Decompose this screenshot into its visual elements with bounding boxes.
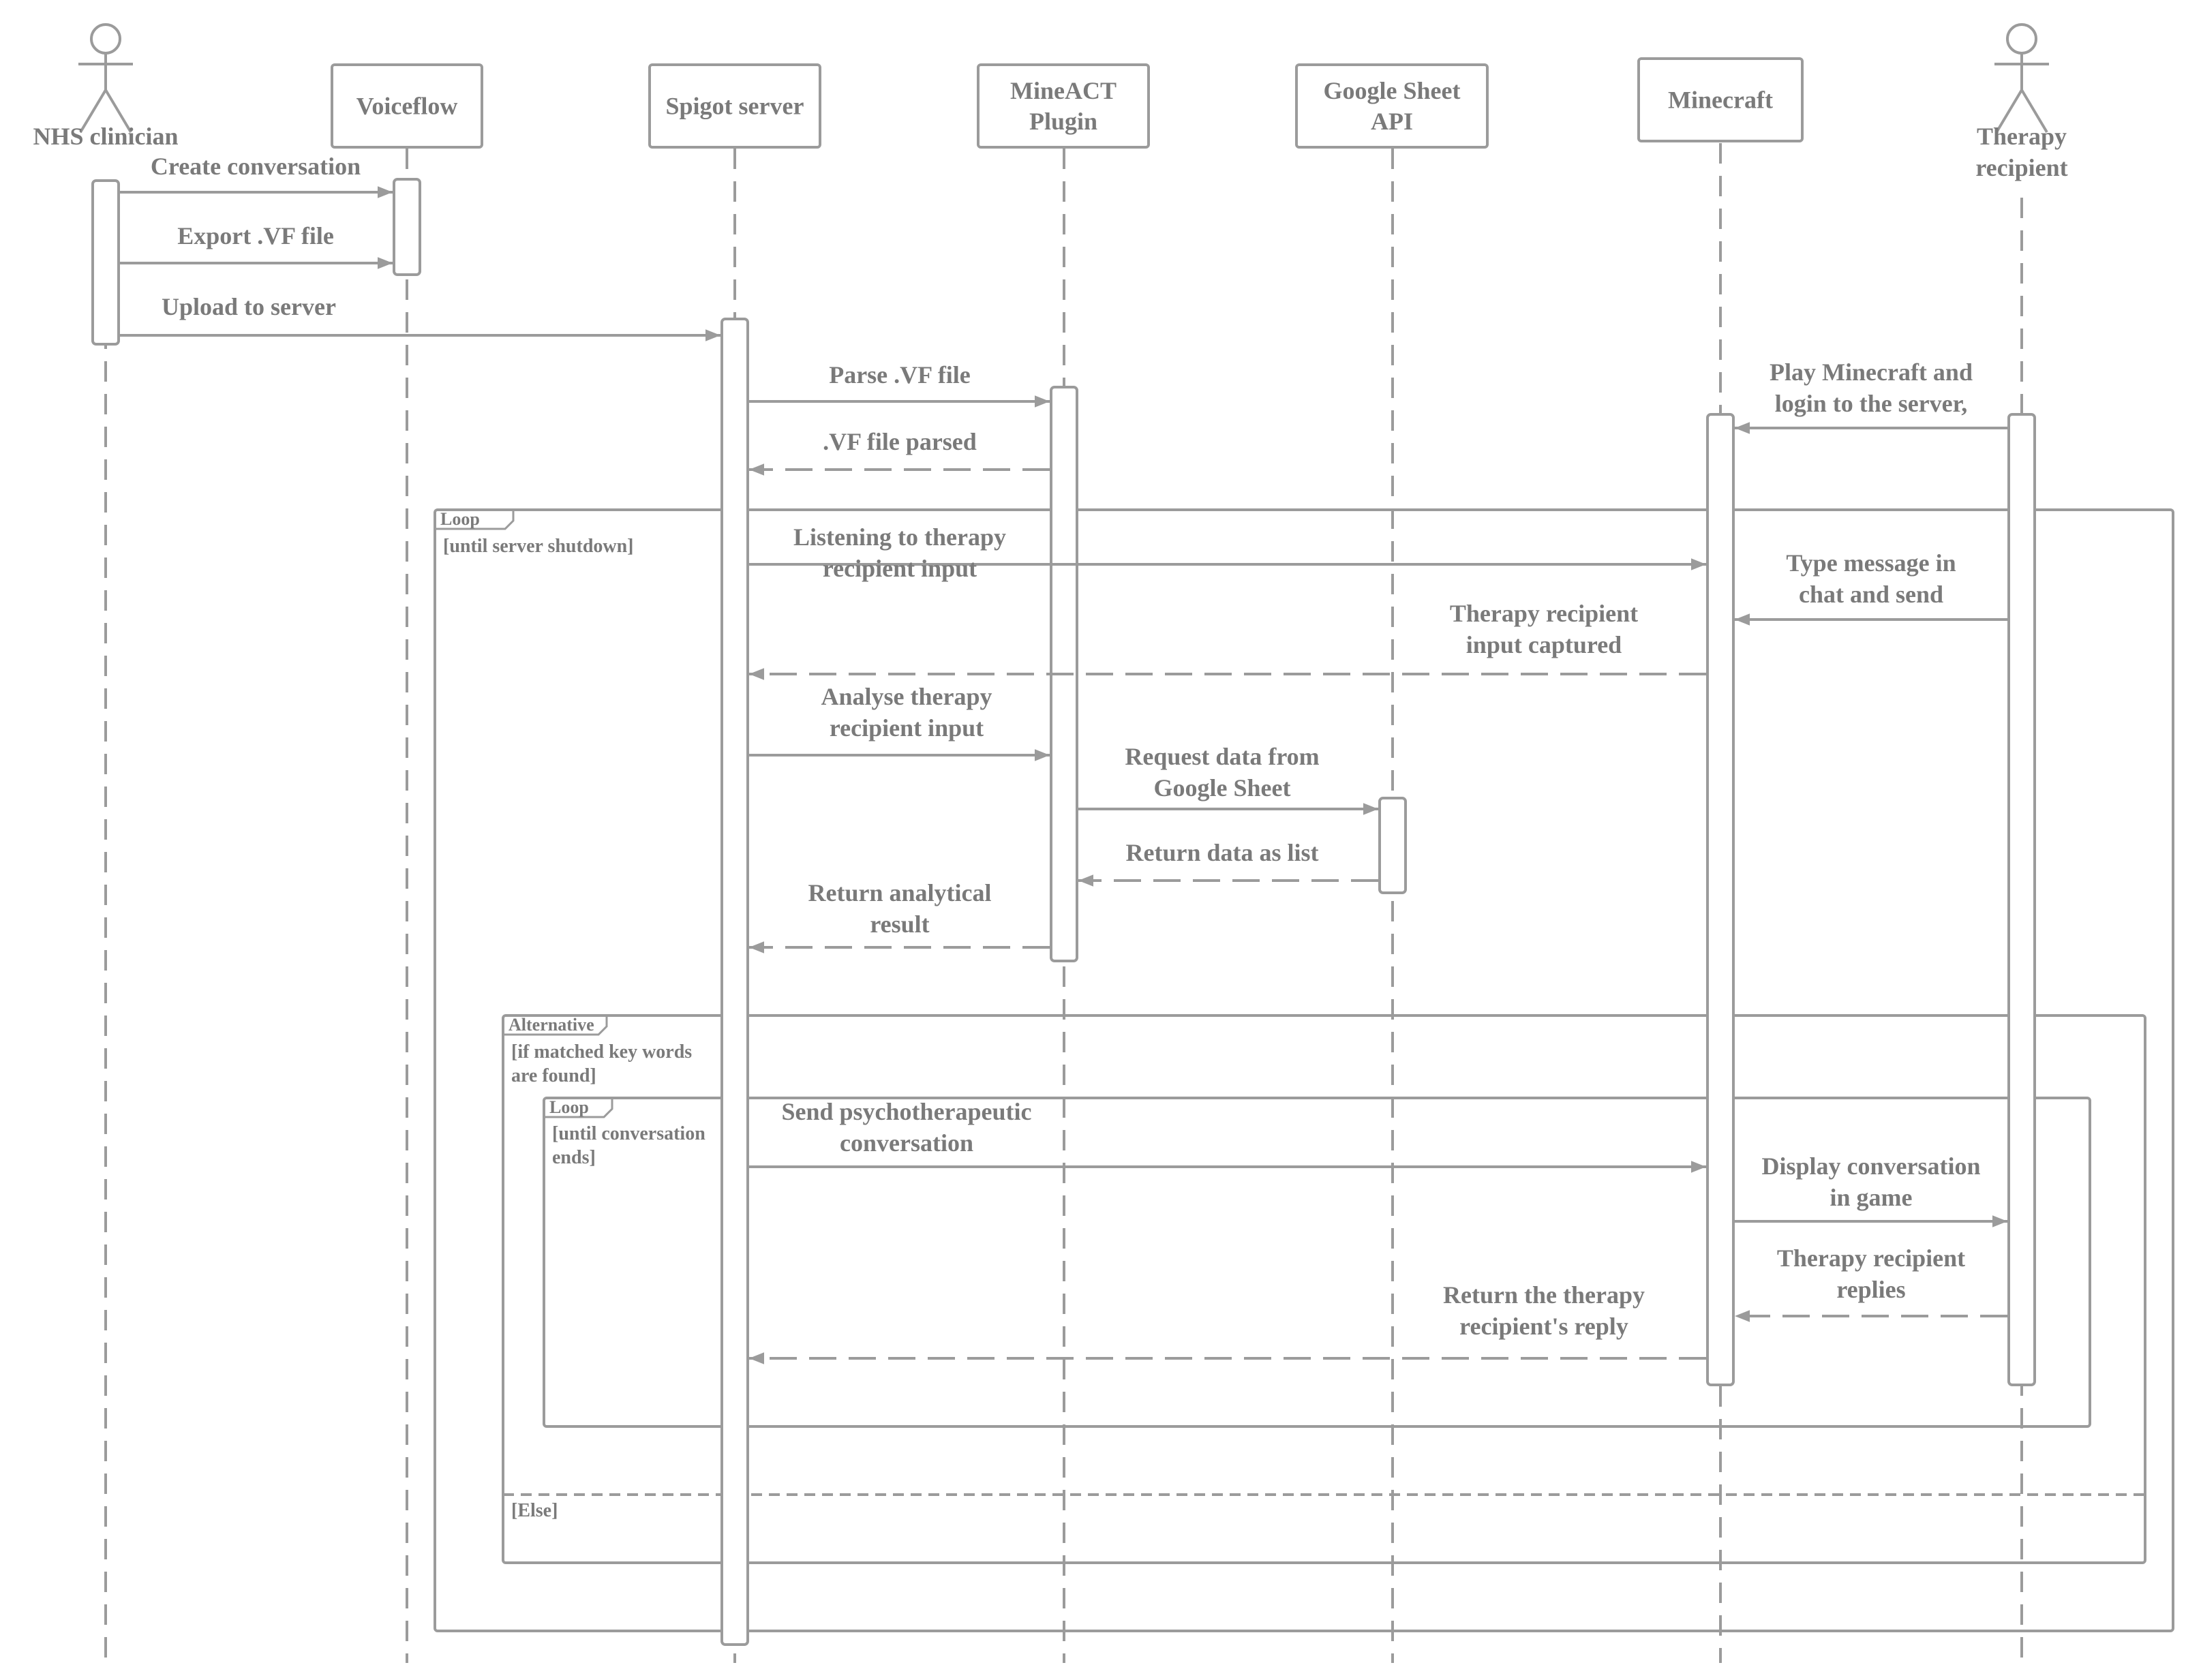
frame-outer-loop: Loop [until server shutdown] bbox=[434, 508, 2174, 1632]
participant-voiceflow: Voiceflow bbox=[331, 63, 483, 149]
participant-box bbox=[977, 63, 1150, 149]
message-label: Send psychotherapeutic bbox=[781, 1098, 1031, 1125]
message-label: Request data from bbox=[1125, 743, 1319, 770]
participant-name: Minecraft bbox=[1668, 87, 1773, 114]
message: Analyse therapy recipient input bbox=[749, 683, 1050, 761]
message: Send psychotherapeutic conversation bbox=[749, 1098, 1706, 1173]
actor-icon bbox=[1994, 23, 2049, 134]
participant-minecraft: Minecraft bbox=[1637, 57, 1804, 142]
participant-name: MineACT bbox=[1010, 77, 1117, 104]
frame-tab bbox=[544, 1098, 613, 1118]
message: Export .VF file bbox=[120, 222, 393, 269]
frame-label: Loop bbox=[440, 509, 480, 529]
message-label: Create conversation bbox=[151, 153, 361, 180]
participant-mineact: MineACT Plugin bbox=[977, 63, 1150, 149]
message: Play Minecraft and login to the server, bbox=[1735, 358, 2007, 434]
message-label: Therapy recipient bbox=[1450, 600, 1638, 627]
message-label: Analyse therapy bbox=[821, 683, 992, 710]
participant-name: Spigot server bbox=[666, 93, 804, 120]
message: Listening to therapy recipient input bbox=[749, 523, 1706, 582]
frame-guard: [until conversation bbox=[552, 1123, 705, 1144]
frame-label: Alternative bbox=[508, 1015, 594, 1035]
activation-nhs bbox=[91, 179, 120, 346]
message: Return the therapy recipient's reply bbox=[749, 1281, 1706, 1364]
frame-tab bbox=[503, 1015, 608, 1036]
frame-label: Loop bbox=[549, 1097, 589, 1117]
participant-nhs: NHS clinician bbox=[33, 23, 179, 150]
message-label: Type message in bbox=[1786, 549, 1956, 577]
message: Create conversation bbox=[120, 153, 393, 198]
frame-tab bbox=[435, 510, 515, 530]
frame-guard: ends] bbox=[552, 1147, 596, 1168]
actor-icon bbox=[78, 23, 133, 134]
participant-box bbox=[331, 63, 483, 149]
message-label: input captured bbox=[1466, 631, 1622, 658]
message-label: Return analytical bbox=[808, 879, 992, 906]
message: Parse .VF file bbox=[749, 361, 1050, 408]
participant-spigot: Spigot server bbox=[648, 63, 821, 149]
message-label: chat and send bbox=[1799, 581, 1943, 608]
participant-name: Google Sheet bbox=[1324, 77, 1461, 104]
participant-name: recipient bbox=[1975, 154, 2067, 181]
activation-spigot bbox=[720, 318, 749, 1646]
frame-guard: are found] bbox=[511, 1065, 596, 1086]
message-label: Parse .VF file bbox=[829, 361, 971, 388]
message: Display conversation in game bbox=[1735, 1152, 2007, 1227]
message: Type message in chat and send bbox=[1735, 549, 2007, 626]
participant-box bbox=[1295, 63, 1489, 149]
participant-name: Therapy bbox=[1977, 123, 2067, 150]
else-guard: [Else] bbox=[511, 1500, 558, 1521]
frame-guard: [until server shutdown] bbox=[443, 536, 634, 557]
message-label: recipient input bbox=[830, 714, 984, 742]
participant-recipient: Therapy recipient bbox=[1975, 23, 2068, 181]
message: Therapy recipient replies bbox=[1735, 1244, 2007, 1322]
message-label: recipient input bbox=[823, 555, 977, 582]
message-label: Therapy recipient bbox=[1777, 1244, 1965, 1272]
participant-name: Plugin bbox=[1029, 108, 1097, 135]
frame-guard: [if matched key words bbox=[511, 1041, 692, 1063]
activation-minecraft bbox=[1706, 413, 1735, 1386]
participant-name: API bbox=[1371, 108, 1413, 135]
message-label: in game bbox=[1830, 1184, 1913, 1211]
message-label: Export .VF file bbox=[177, 222, 334, 249]
activation-voiceflow bbox=[393, 178, 421, 276]
message-label: .VF file parsed bbox=[823, 428, 977, 455]
message-label: Upload to server bbox=[162, 293, 336, 320]
message: .VF file parsed bbox=[749, 428, 1050, 476]
message-label: result bbox=[870, 911, 929, 938]
message-label: Return data as list bbox=[1125, 839, 1318, 866]
message-label: Google Sheet bbox=[1154, 774, 1291, 801]
activation-gsheet bbox=[1378, 797, 1407, 894]
participant-box bbox=[1637, 57, 1804, 142]
message-label: login to the server, bbox=[1775, 390, 1968, 417]
message: Upload to server bbox=[120, 293, 720, 341]
frame-inner-loop: Loop [until conversation ends] bbox=[543, 1097, 2091, 1428]
message: Return analytical result bbox=[749, 879, 1050, 953]
message-label: replies bbox=[1836, 1276, 1905, 1303]
message-label: Listening to therapy bbox=[793, 523, 1006, 551]
participant-name: Voiceflow bbox=[356, 93, 458, 120]
message-label: Return the therapy bbox=[1443, 1281, 1645, 1309]
participant-name: NHS clinician bbox=[33, 123, 178, 150]
participant-box bbox=[648, 63, 821, 149]
message-label: Play Minecraft and bbox=[1770, 358, 1973, 386]
activation-recipient bbox=[2007, 413, 2036, 1386]
message-label: conversation bbox=[840, 1129, 973, 1157]
message: Return data as list bbox=[1078, 839, 1378, 887]
message: Therapy recipient input captured bbox=[749, 600, 1706, 680]
message-label: Display conversation bbox=[1761, 1152, 1980, 1180]
message-label: recipient's reply bbox=[1459, 1313, 1628, 1340]
